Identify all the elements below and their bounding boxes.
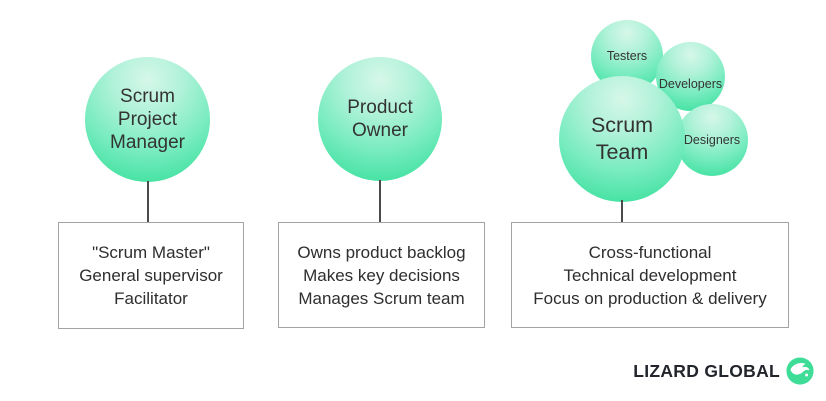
connector-line xyxy=(379,180,381,222)
bubble-title-line: Owner xyxy=(352,120,408,141)
bubble-product-owner: Product Owner xyxy=(318,57,442,181)
bubble-title-line: Scrum xyxy=(120,86,175,107)
connector-line xyxy=(621,200,623,222)
description-line: "Scrum Master" xyxy=(92,243,210,262)
bubble-title-line: Team xyxy=(595,140,649,164)
bubble-label-text: Testers xyxy=(606,49,648,63)
description-line: Manages Scrum team xyxy=(298,288,465,308)
bubble-scrum-project-manager: Scrum Project Manager xyxy=(85,57,210,182)
bubble-label-text: Developers xyxy=(658,76,723,91)
connector-line xyxy=(147,181,149,222)
bubble-designers: Designers xyxy=(676,104,748,176)
bubble-title-line: Product xyxy=(347,97,413,118)
description-box-product-owner: Owns product backlog Makes key decisions… xyxy=(278,222,485,328)
description-line: Makes key decisions xyxy=(303,265,460,285)
description-line: General supervisor xyxy=(79,266,223,285)
bubble-label-text: Designers xyxy=(683,133,741,147)
bubble-title-line: Manager xyxy=(110,132,185,153)
description-line: Technical development xyxy=(563,265,737,285)
bubble-scrum-team: Scrum Team xyxy=(559,76,685,202)
description-line: Owns product backlog xyxy=(297,242,466,262)
bubble-title-line: Project xyxy=(117,109,178,130)
description-box-scrum-project-manager: "Scrum Master" General supervisor Facili… xyxy=(58,222,244,329)
lizard-global-logo: LIZARD GLOBAL xyxy=(633,357,814,385)
description-box-scrum-team: Cross-functional Technical development F… xyxy=(511,222,789,328)
description-line: Focus on production & delivery xyxy=(533,288,767,308)
logo-text: LIZARD GLOBAL xyxy=(633,360,780,381)
bubble-title-line: Scrum xyxy=(590,113,654,137)
description-line: Facilitator xyxy=(114,289,188,308)
lizard-icon xyxy=(786,357,814,385)
description-line: Cross-functional xyxy=(588,242,712,262)
